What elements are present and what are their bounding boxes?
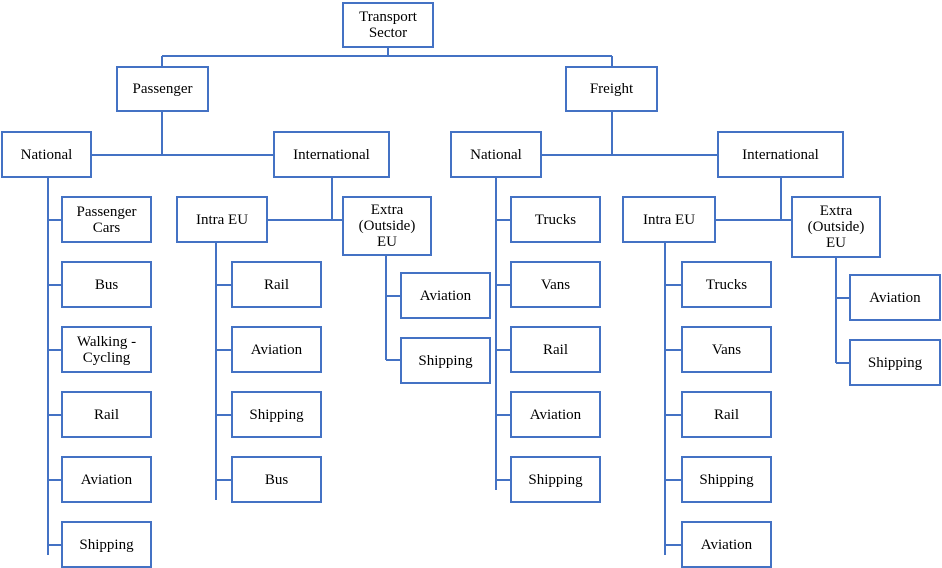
node-freight-intra-eu: Intra EU bbox=[622, 196, 716, 243]
node-passenger-intra-eu: Intra EU bbox=[176, 196, 268, 243]
node-freight-extra-eu-mode: Shipping bbox=[849, 339, 941, 386]
node-passenger-national: National bbox=[1, 131, 92, 178]
connector bbox=[161, 48, 613, 66]
node-freight-extra-eu-mode: Aviation bbox=[849, 274, 941, 321]
connector bbox=[495, 178, 510, 490]
connector bbox=[542, 112, 717, 156]
node-freight-intra-eu-mode: Vans bbox=[681, 326, 772, 373]
node-passenger: Passenger bbox=[116, 66, 209, 112]
node-passenger-extra-eu-mode: Aviation bbox=[400, 272, 491, 319]
node-passenger-national-mode: Aviation bbox=[61, 456, 152, 503]
node-freight-national-mode: Vans bbox=[510, 261, 601, 308]
node-freight-national-mode: Aviation bbox=[510, 391, 601, 438]
node-freight-national-mode: Rail bbox=[510, 326, 601, 373]
node-freight-intra-eu-mode: Rail bbox=[681, 391, 772, 438]
node-passenger-national-mode: Shipping bbox=[61, 521, 152, 568]
node-passenger-intra-eu-mode: Aviation bbox=[231, 326, 322, 373]
node-passenger-intra-eu-mode: Bus bbox=[231, 456, 322, 503]
connector bbox=[92, 112, 273, 156]
node-transport-sector: Transport Sector bbox=[342, 2, 434, 48]
node-freight: Freight bbox=[565, 66, 658, 112]
connector bbox=[268, 178, 342, 221]
connector bbox=[215, 243, 231, 500]
node-freight-intra-eu-mode: Aviation bbox=[681, 521, 772, 568]
connector bbox=[716, 178, 791, 221]
node-freight-intra-eu-mode: Trucks bbox=[681, 261, 772, 308]
node-passenger-national-mode: Walking - Cycling bbox=[61, 326, 152, 373]
node-passenger-national-mode: Passenger Cars bbox=[61, 196, 152, 243]
node-freight-extra-eu: Extra (Outside) EU bbox=[791, 196, 881, 258]
node-passenger-national-mode: Bus bbox=[61, 261, 152, 308]
connector bbox=[835, 258, 849, 364]
node-passenger-national-mode: Rail bbox=[61, 391, 152, 438]
node-passenger-intra-eu-mode: Shipping bbox=[231, 391, 322, 438]
connector bbox=[47, 178, 61, 555]
node-passenger-extra-eu: Extra (Outside) EU bbox=[342, 196, 432, 256]
node-freight-intra-eu-mode: Shipping bbox=[681, 456, 772, 503]
connector bbox=[664, 243, 681, 555]
connector bbox=[385, 256, 400, 361]
node-freight-international: International bbox=[717, 131, 844, 178]
node-passenger-international: International bbox=[273, 131, 390, 178]
node-freight-national: National bbox=[450, 131, 542, 178]
node-passenger-intra-eu-mode: Rail bbox=[231, 261, 322, 308]
node-freight-national-mode: Trucks bbox=[510, 196, 601, 243]
node-passenger-extra-eu-mode: Shipping bbox=[400, 337, 491, 384]
node-freight-national-mode: Shipping bbox=[510, 456, 601, 503]
